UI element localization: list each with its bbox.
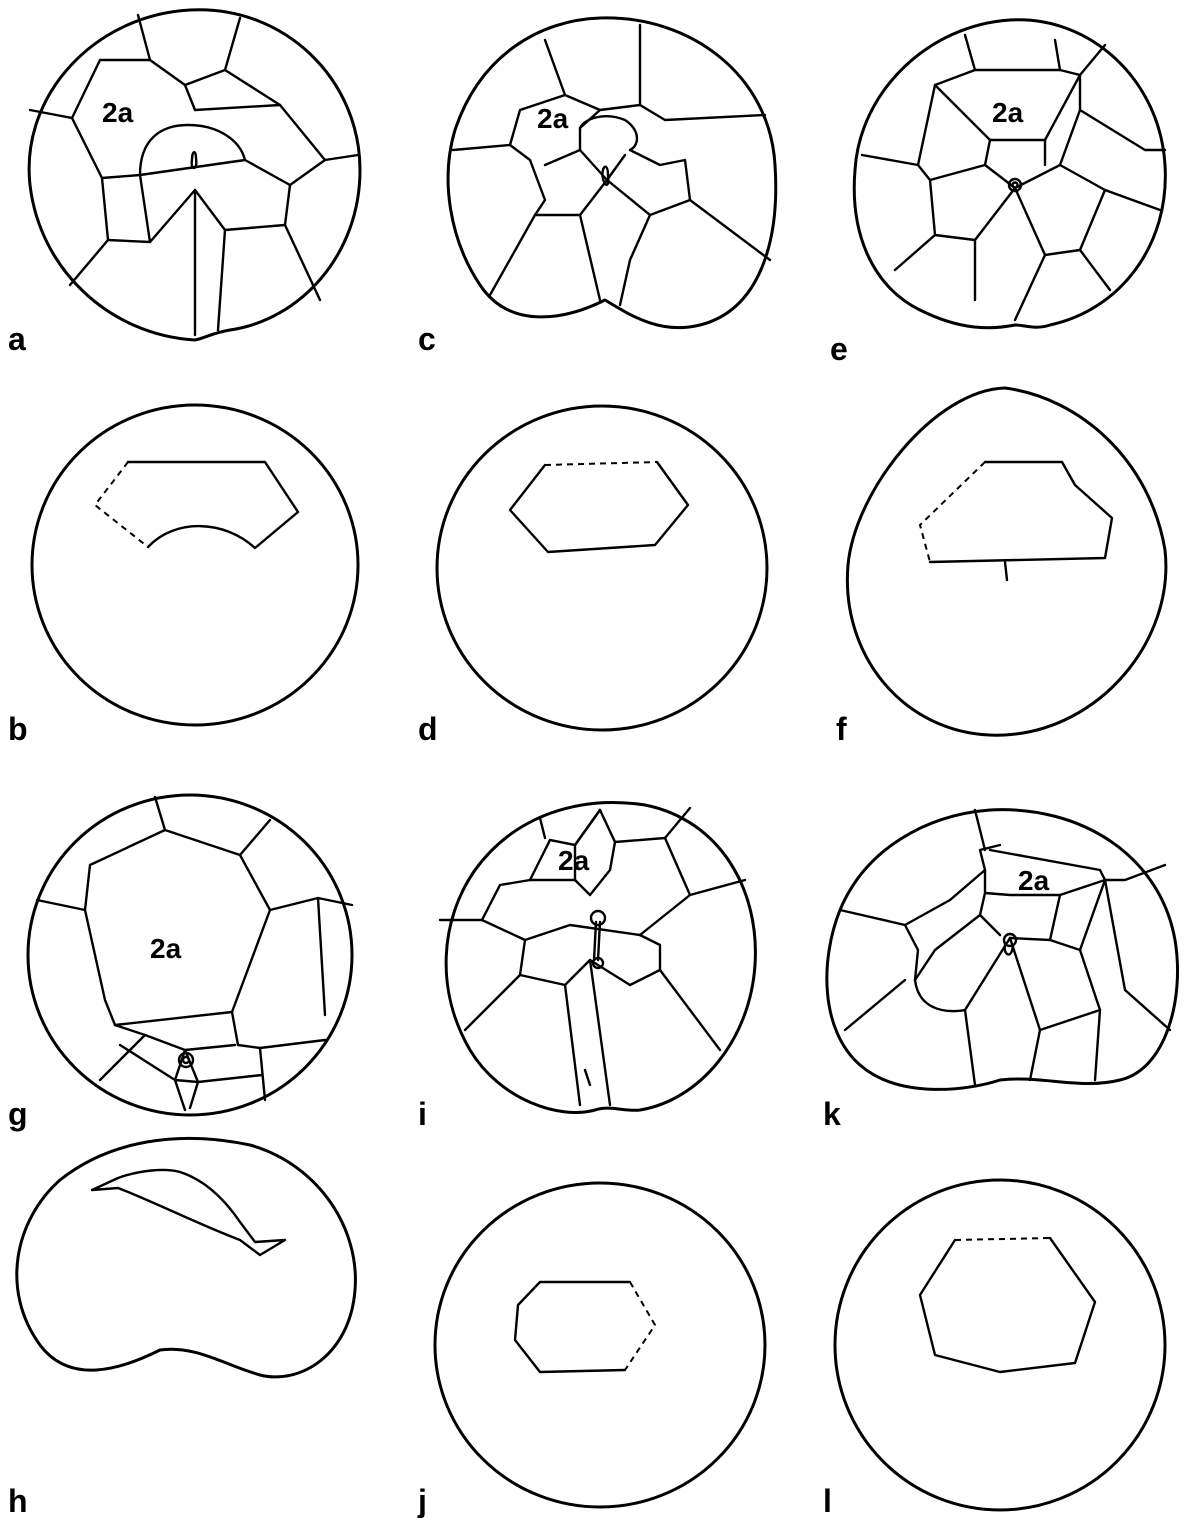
panel-l: l — [823, 1180, 1165, 1518]
blastocoel-outline — [920, 1238, 1095, 1372]
cell-2a-label: 2a — [992, 97, 1024, 128]
panel-c: 2a c — [418, 18, 776, 357]
embryo-outline — [854, 20, 1165, 328]
blastocoel-outline — [510, 462, 688, 552]
cell-boundaries — [440, 808, 745, 1105]
cell-2a-label: 2a — [102, 97, 134, 128]
panel-label-d: d — [418, 711, 438, 747]
panel-a: 2a a — [8, 10, 360, 357]
embryo-outline — [32, 405, 358, 725]
panel-label-a: a — [8, 321, 26, 357]
cell-2a-label: 2a — [1018, 865, 1050, 896]
cell-boundaries — [840, 810, 1170, 1085]
panel-label-g: g — [8, 1096, 28, 1132]
panel-label-c: c — [418, 321, 436, 357]
blastocoel-outline — [95, 462, 298, 548]
panel-j: j — [417, 1183, 765, 1518]
panel-label-k: k — [823, 1096, 841, 1132]
blastocoel-outline — [920, 462, 1112, 580]
embryo-outline — [835, 1180, 1165, 1510]
panel-label-e: e — [830, 331, 848, 367]
panel-label-h: h — [8, 1483, 28, 1518]
cell-2a-label: 2a — [537, 103, 569, 134]
embryo-outline — [435, 1183, 765, 1507]
panel-k: 2a k — [823, 810, 1178, 1132]
panel-f: f — [836, 388, 1166, 747]
cell-boundaries — [862, 35, 1165, 320]
panel-g: 2a g — [8, 795, 352, 1132]
cell-2a-label: 2a — [558, 845, 590, 876]
embryo-outline — [437, 406, 767, 730]
cell-boundaries — [453, 25, 770, 305]
panel-e: 2a e — [830, 20, 1165, 367]
cell-2a-label: 2a — [150, 933, 182, 964]
panel-label-j: j — [417, 1483, 427, 1518]
panel-d: d — [418, 406, 767, 747]
panel-h: h — [8, 1138, 355, 1518]
panel-i: 2a i — [418, 803, 755, 1132]
panel-label-f: f — [836, 711, 847, 747]
panel-label-i: i — [418, 1096, 427, 1132]
panel-label-b: b — [8, 711, 28, 747]
panel-label-l: l — [823, 1483, 832, 1518]
blastocoel-outline — [515, 1282, 655, 1372]
blastocoel-outline — [92, 1170, 285, 1255]
panel-b: b — [8, 405, 358, 747]
embryo-outline — [847, 388, 1166, 735]
